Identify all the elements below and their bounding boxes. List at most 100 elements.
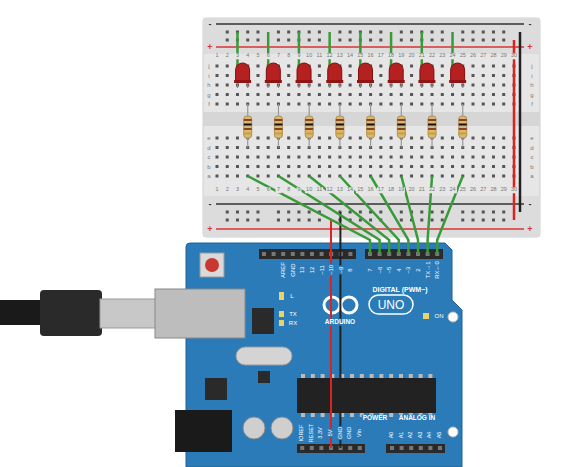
hole — [451, 156, 454, 159]
resistor-band — [459, 128, 467, 130]
led — [328, 63, 342, 82]
breadboard-label: 2 — [225, 53, 230, 59]
pin-label: ~3 — [405, 266, 411, 275]
breadboard-label: 7 — [276, 53, 281, 59]
resistor-band — [305, 119, 313, 121]
led-tx — [279, 311, 284, 317]
breadboard-label: e — [529, 135, 534, 141]
wire-red — [330, 220, 332, 448]
breadboard-label: 6 — [266, 187, 271, 193]
wire-green — [248, 176, 370, 254]
hole — [492, 93, 495, 96]
pin-label: GND — [338, 426, 344, 440]
capacitor — [271, 417, 293, 439]
regulator — [205, 378, 227, 400]
hole — [318, 74, 321, 77]
uno-oval — [369, 295, 413, 314]
resistor-band — [397, 133, 405, 135]
hole — [287, 74, 290, 77]
hole — [349, 137, 352, 140]
hole — [492, 103, 495, 106]
usb-plug — [100, 299, 158, 328]
breadboard-label: a — [529, 173, 534, 179]
hole — [328, 146, 331, 149]
hole — [390, 103, 393, 106]
pin-label: TX — [288, 311, 298, 317]
breadboard-label: 26 — [469, 187, 477, 193]
pin — [291, 252, 295, 256]
breadboard-label: + — [206, 225, 213, 234]
hole — [318, 175, 321, 178]
hole — [441, 211, 444, 214]
hole — [277, 31, 280, 34]
breadboard-label: 12 — [326, 53, 334, 59]
hole — [502, 211, 505, 214]
hole — [492, 39, 495, 42]
hole — [318, 103, 321, 106]
hole — [338, 93, 341, 96]
breadboard-label: 13 — [336, 53, 344, 59]
hole — [287, 93, 290, 96]
breadboard-label: h — [206, 82, 211, 88]
hole — [318, 31, 321, 34]
hole — [236, 103, 239, 106]
hole — [441, 156, 444, 159]
hole — [267, 137, 270, 140]
pin-label: A0 — [389, 431, 395, 440]
hole — [400, 211, 403, 214]
chip-pins — [301, 374, 432, 417]
hole — [246, 31, 249, 34]
hole — [359, 137, 362, 140]
hole — [338, 156, 341, 159]
capacitor — [243, 417, 265, 439]
hole — [502, 31, 505, 34]
mount-hole — [448, 427, 458, 437]
hole — [277, 156, 280, 159]
breadboard-label: 19 — [397, 187, 405, 193]
wire-green — [236, 32, 239, 66]
breadboard-label: + — [206, 43, 213, 52]
breadboard-label: 25 — [459, 53, 467, 59]
pin-label: IOREF — [299, 424, 305, 443]
hole — [256, 31, 259, 34]
hole — [461, 156, 464, 159]
wire-black — [339, 212, 341, 448]
breadboard-label: 20 — [407, 187, 415, 193]
hole — [308, 165, 311, 168]
hole — [349, 175, 352, 178]
hole — [482, 146, 485, 149]
hole — [216, 65, 219, 68]
breadboard-label: 11 — [316, 187, 324, 193]
pin-label: ~5 — [386, 266, 392, 275]
pin — [319, 446, 323, 450]
hole — [369, 93, 372, 96]
hole — [390, 137, 393, 140]
resistor-band — [244, 124, 252, 126]
led — [389, 63, 403, 82]
breadboard-label: 29 — [500, 53, 508, 59]
pin-label: Vin — [357, 428, 363, 438]
wire-green — [340, 176, 399, 254]
resistor-band — [274, 119, 282, 121]
pin — [272, 252, 276, 256]
hole — [349, 39, 352, 42]
hole — [482, 165, 485, 168]
hole — [461, 31, 464, 34]
hole — [400, 93, 403, 96]
hole — [431, 31, 434, 34]
hole — [226, 137, 229, 140]
hole — [400, 39, 403, 42]
hole — [226, 219, 229, 222]
breadboard-label: - — [528, 20, 533, 29]
breadboard-label: 22 — [428, 53, 436, 59]
hole — [431, 211, 434, 214]
hole — [379, 211, 382, 214]
hole — [410, 93, 413, 96]
chip-pin — [379, 374, 383, 378]
resistor-symbol — [397, 116, 405, 138]
pin-label: A2 — [408, 431, 414, 440]
resistor-band — [244, 128, 252, 130]
wire-green — [371, 176, 409, 254]
hole — [502, 74, 505, 77]
pin-label: 12 — [309, 266, 315, 275]
